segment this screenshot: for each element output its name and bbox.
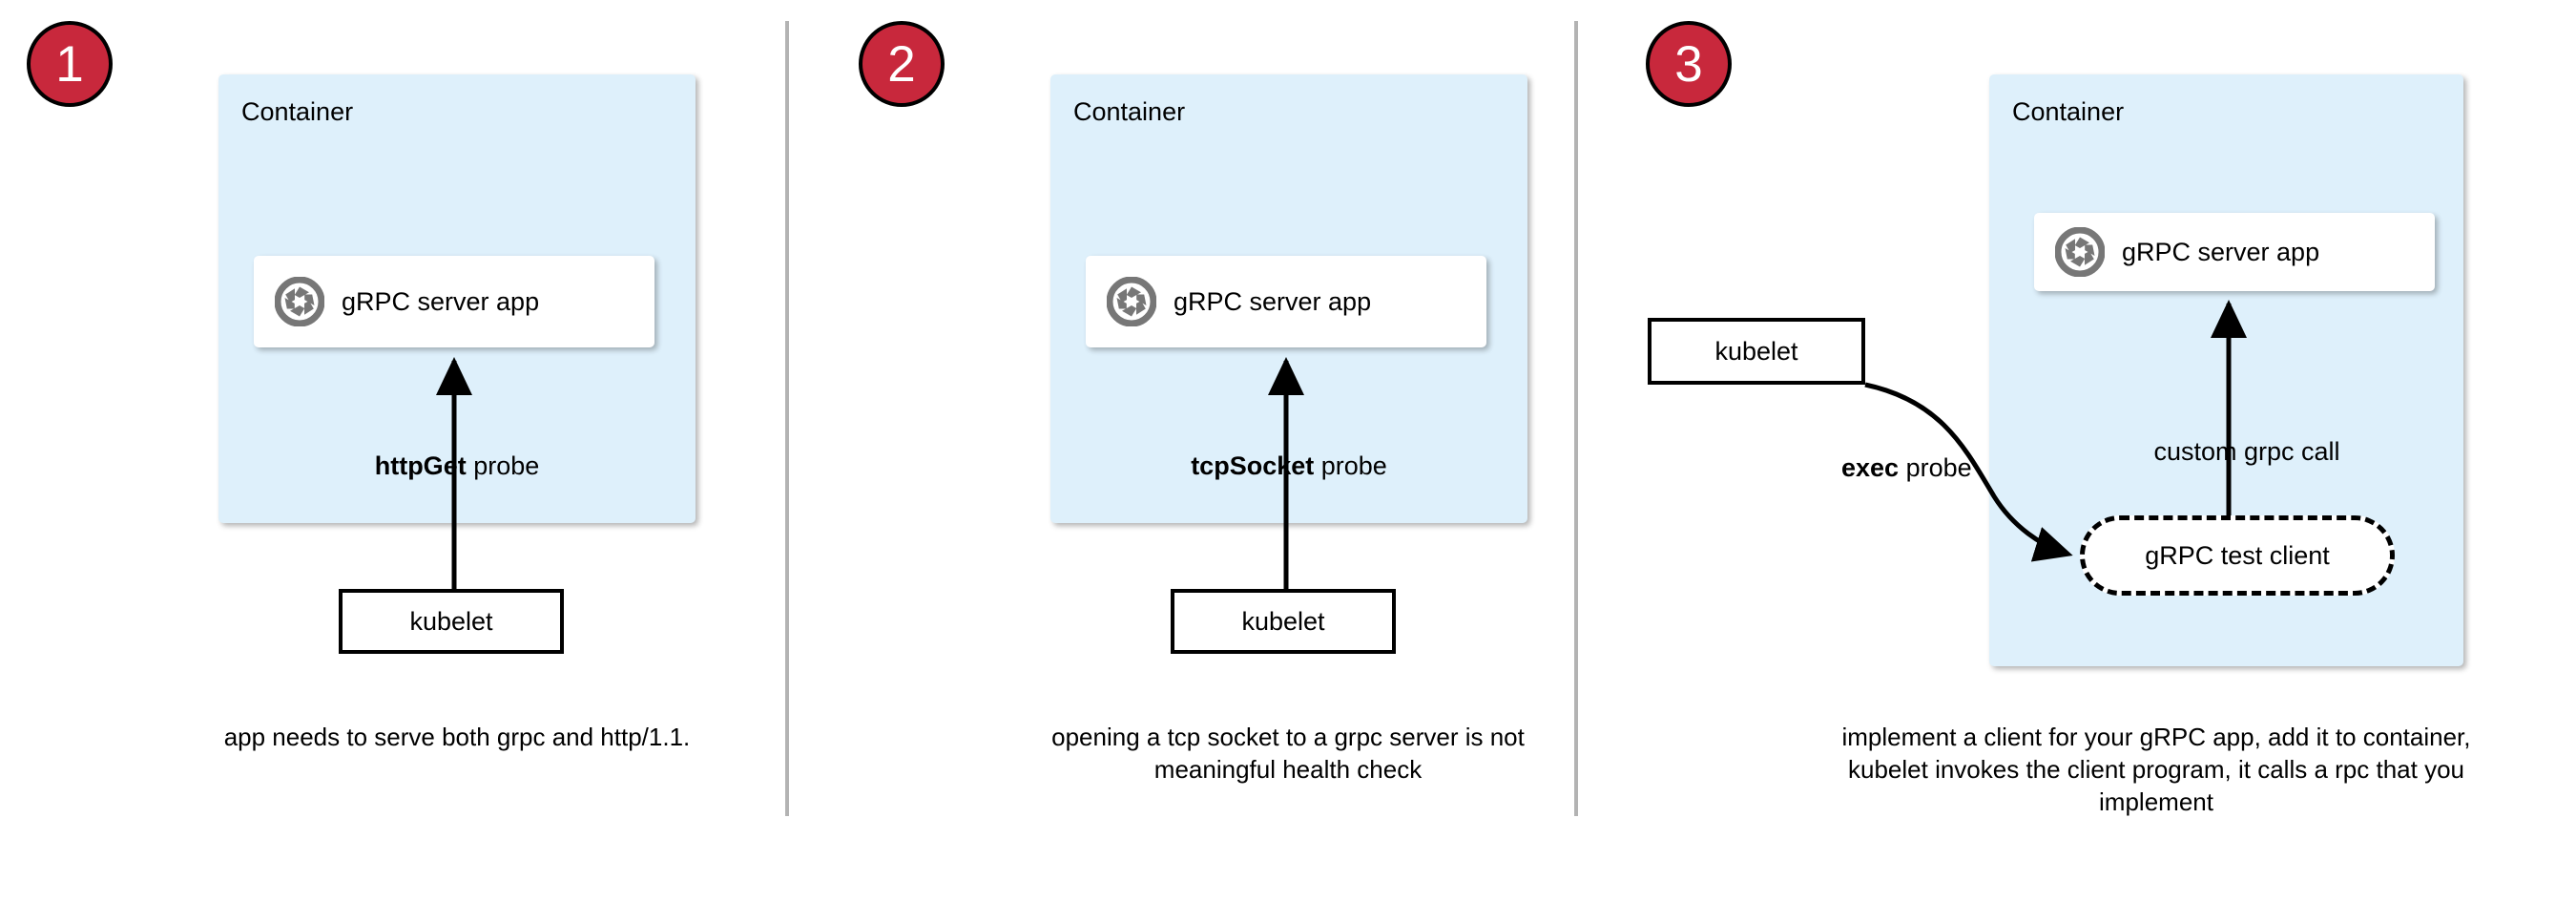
- grpc-server-app-card-1: gRPC server app: [254, 256, 654, 347]
- panel-badge-2: 2: [859, 21, 945, 107]
- probe-label-2-rest: probe: [1314, 451, 1387, 480]
- kubelet-box-3: kubelet: [1648, 318, 1865, 385]
- probe-label-1-bold: httpGet: [374, 451, 467, 480]
- grpc-server-app-label-1: gRPC server app: [342, 286, 540, 316]
- grpc-test-client-box: gRPC test client: [2080, 515, 2395, 596]
- grpc-server-app-label-2: gRPC server app: [1174, 286, 1372, 316]
- panel-badge-1-number: 1: [55, 35, 84, 93]
- kubelet-label-1: kubelet: [409, 606, 493, 636]
- panel-badge-3: 3: [1646, 21, 1732, 107]
- kubelet-box-2: kubelet: [1171, 589, 1396, 654]
- grpc-server-app-label-3: gRPC server app: [2122, 237, 2320, 266]
- panel-caption-1: app needs to serve both grpc and http/1.…: [223, 723, 691, 751]
- panel-divider-1: [785, 21, 789, 816]
- panel-badge-2-number: 2: [887, 35, 916, 93]
- probe-label-2-bold: tcpSocket: [1191, 451, 1315, 480]
- panel-caption-2: opening a tcp socket to a grpc server is…: [1051, 723, 1525, 784]
- panel-caption-3: implement a client for your gRPC app, ad…: [1841, 723, 2471, 816]
- probe-label-3-bold: exec: [1841, 453, 1900, 482]
- kubelet-box-1: kubelet: [339, 589, 564, 654]
- container-label-2: Container: [1073, 97, 1186, 126]
- panel-badge-1: 1: [27, 21, 113, 107]
- panel-divider-2: [1574, 21, 1578, 816]
- panel-badge-3-number: 3: [1674, 35, 1703, 93]
- grpc-aperture-icon: [274, 276, 325, 327]
- grpc-server-app-card-2: gRPC server app: [1086, 256, 1486, 347]
- probe-label-1: httpGet probe: [218, 451, 696, 481]
- grpc-aperture-icon: [2054, 226, 2106, 278]
- grpc-server-app-card-3: gRPC server app: [2034, 213, 2435, 291]
- kubelet-label-3: kubelet: [1714, 336, 1798, 366]
- kubelet-label-2: kubelet: [1241, 606, 1325, 636]
- grpc-aperture-icon: [1106, 276, 1157, 327]
- probe-label-1-rest: probe: [466, 451, 540, 480]
- custom-call-label: custom grpc call: [2153, 437, 2340, 466]
- probe-label-3-rest: probe: [1899, 453, 1972, 482]
- container-label-1: Container: [241, 97, 354, 126]
- container-label-3: Container: [2012, 97, 2125, 126]
- probe-label-2: tcpSocket probe: [1050, 451, 1527, 481]
- grpc-test-client-label: gRPC test client: [2145, 540, 2330, 570]
